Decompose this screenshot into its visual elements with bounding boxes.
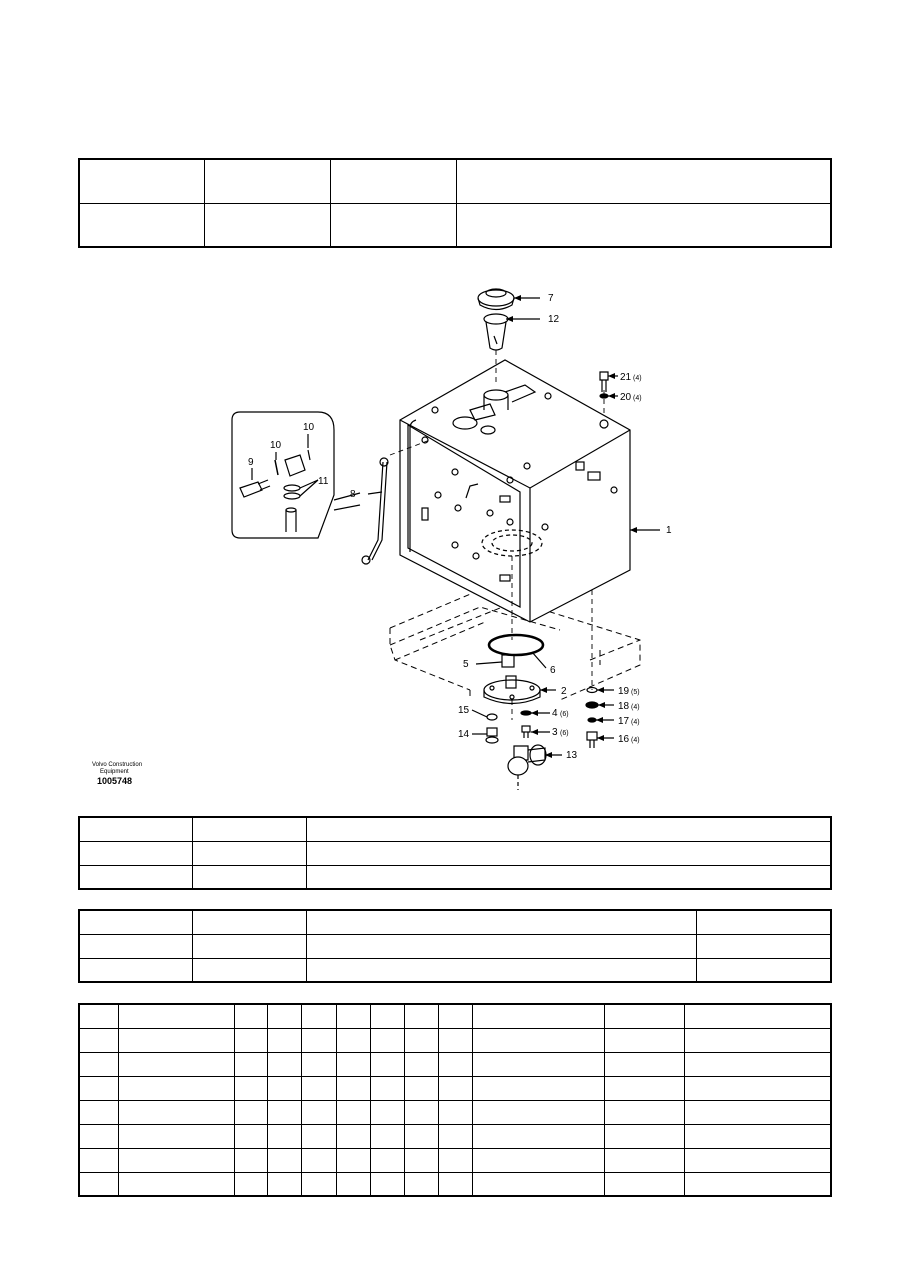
info-table-b [78, 909, 832, 983]
info-table-a [78, 816, 832, 890]
callout-4: 4 [552, 708, 558, 719]
callout-18: 18 [618, 701, 630, 712]
callout-1: 1 [666, 525, 672, 536]
callout-21: 21 [620, 372, 632, 383]
caption-line1: Volvo Construction [92, 762, 143, 768]
callout-12: 12 [548, 314, 560, 325]
callout-19: 19 [618, 686, 630, 697]
callout-13: 13 [566, 750, 578, 761]
hydraulic-tank-exploded-diagram: 7 12 21 (4) 20 (4) 1 10 10 9 11 8 5 6 2 … [231, 288, 672, 790]
caption-number: 1005748 [97, 776, 133, 786]
callout-17-qty: (4) [631, 719, 640, 726]
callout-10-top: 10 [303, 422, 315, 433]
callout-10-mid: 10 [270, 440, 282, 451]
callout-4-qty: (6) [560, 711, 569, 718]
callout-14: 14 [458, 729, 470, 740]
parts-list-table [78, 1003, 832, 1197]
caption-company: Volvo Construction Equipment [92, 762, 152, 776]
callout-15: 15 [458, 705, 470, 716]
callout-2: 2 [561, 686, 567, 697]
callout-20: 20 [620, 392, 632, 403]
callout-18-qty: (4) [631, 704, 640, 711]
callout-17: 17 [618, 716, 630, 727]
callout-20-qty: (4) [633, 395, 642, 402]
callout-21-qty: (4) [633, 375, 642, 382]
callout-11: 11 [318, 476, 329, 487]
callout-16: 16 [618, 734, 630, 745]
callout-3-qty: (6) [560, 730, 569, 737]
callout-3: 3 [552, 727, 558, 738]
callout-16-qty: (4) [631, 737, 640, 744]
callout-6: 6 [550, 665, 556, 676]
callout-9: 9 [248, 457, 254, 468]
callout-7: 7 [548, 293, 554, 304]
header-table [78, 158, 832, 248]
callout-8: 8 [350, 489, 356, 500]
callout-5: 5 [463, 659, 469, 670]
callout-19-qty: (5) [631, 689, 640, 696]
caption-line2: Equipment [100, 769, 129, 775]
